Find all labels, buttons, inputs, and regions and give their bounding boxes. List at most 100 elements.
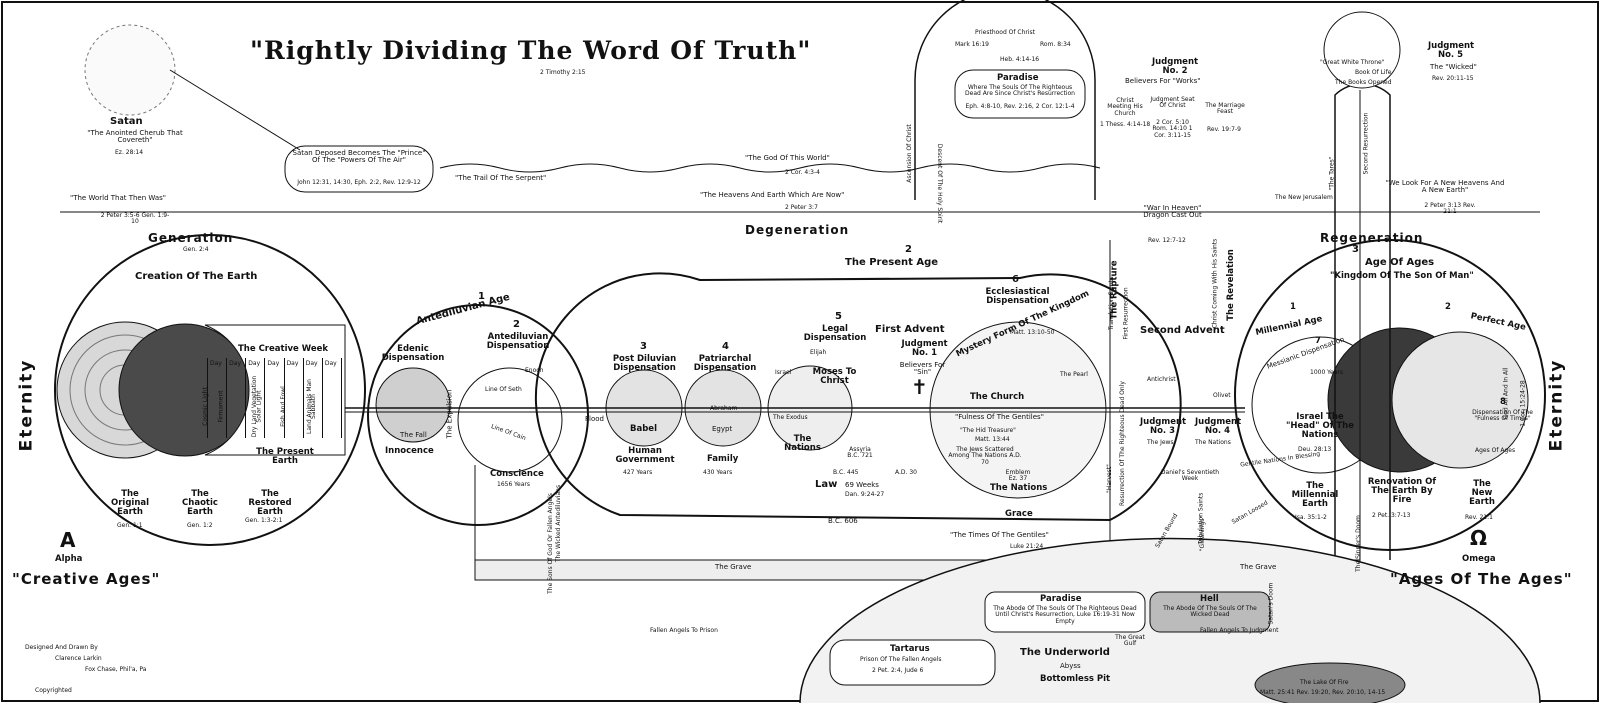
paradise-dome — [914, 0, 1096, 200]
trail-serpent: "The Trail Of The Serpent" — [455, 174, 547, 182]
judgment-5: Judgment No. 5 — [1428, 41, 1475, 60]
antediluvian-num: 1 — [478, 291, 485, 302]
creative-ages: "Creative Ages" — [12, 570, 161, 588]
restored-earth: The Restored Earth — [248, 489, 292, 517]
credit-2: Clarence Larkin — [55, 655, 102, 662]
heavens-now: "The Heavens And Earth Which Are Now" — [700, 191, 845, 199]
antediluvian-circle — [367, 304, 589, 526]
great-gulf: The Great Gulf — [1115, 634, 1145, 648]
tartarus-ref: 2 Pet. 2:4, Jude 6 — [872, 667, 924, 674]
priesthood: Priesthood Of Christ — [975, 29, 1036, 36]
paradise-top-ref: Eph. 4:8-10, Rev. 2:16, 2 Cor. 12:1-4 — [965, 103, 1075, 110]
grace-circle — [929, 321, 1107, 499]
times-gentiles: "The Times Of The Gentiles" — [950, 531, 1049, 539]
hell-title: Hell — [1200, 594, 1219, 604]
priesthood-ref2: Rom. 8:34 — [1040, 41, 1071, 48]
sons-of-god: The Sons Of God Or Fallen Angels — [546, 493, 554, 594]
ascension: Ascension Of Christ — [905, 124, 913, 183]
credit-3: Fox Chase, Phil'a, Pa — [85, 666, 147, 673]
copyright: Copyrighted — [35, 687, 72, 694]
kingdom-son-of-man: "Kingdom Of The Son Of Man" — [1330, 271, 1474, 281]
first-advent: First Advent — [875, 324, 945, 335]
eternity-right: Eternity — [1546, 358, 1567, 452]
new-jerusalem: The New Jerusalem — [1275, 194, 1333, 201]
fulness-times-num: 8 — [1500, 397, 1506, 407]
antichrist: Antichrist — [1147, 376, 1176, 383]
judgment-seat: Judgment Seat Of Christ — [1150, 96, 1195, 110]
satan-deposed-box — [284, 145, 434, 193]
marriage-ref: Rev. 19:7-9 — [1207, 126, 1241, 133]
original-earth: The Original Earth — [110, 489, 150, 517]
judgment-1-desc: Believers For "Sin" — [899, 361, 946, 377]
war-in-heaven: "War In Heaven" Dragon Cast Out — [1143, 204, 1202, 220]
eternity-left: Eternity — [16, 358, 37, 452]
judgment-5-ref: Rev. 20:11-15 — [1432, 75, 1474, 82]
family: Family — [707, 454, 739, 464]
israel-head-ref: Deu. 28:13 — [1298, 446, 1332, 453]
judgment-4: Judgment No. 4 — [1195, 417, 1242, 436]
restored-earth-ref: Gen. 1:3-2:1 — [245, 517, 283, 524]
patriarchal-num: 4 — [722, 341, 729, 352]
second-advent: Second Advent — [1140, 325, 1225, 336]
olivet: Olivet — [1213, 392, 1231, 399]
human-government: Human Government — [615, 446, 675, 465]
elijah: Elijah — [810, 349, 827, 356]
generation-label: Generation — [148, 231, 234, 245]
mystery-ref: Matt. 13:10-50 — [1010, 329, 1055, 336]
abyss: Abyss — [1060, 662, 1081, 670]
present-age-num: 2 — [905, 244, 912, 255]
legal-disp: Legal Dispensation — [803, 324, 867, 343]
israel: Israel — [775, 369, 792, 376]
present-earth: The Present Earth — [256, 447, 314, 466]
original-earth-ref: Gen. 1:1 — [117, 522, 143, 529]
world-then: "The World That Then Was" — [70, 194, 167, 202]
judgment-3-desc: The Jews — [1147, 439, 1174, 446]
edenic-dispensation: Edenic Dispensation — [381, 344, 445, 363]
priesthood-ref1: Mark 16:19 — [955, 41, 989, 48]
weeks-ref: Dan. 9:24-27 — [845, 491, 885, 498]
god-of-world-ref: 2 Cor. 4:3-4 — [785, 169, 820, 176]
israel-head: Israel The "Head" Of The Nations — [1285, 412, 1354, 440]
line-of-seth: Line Of Seth — [485, 386, 522, 393]
omega-symbol: Ω — [1470, 526, 1488, 550]
fallen-prison: Fallen Angels To Prison — [650, 627, 718, 634]
ad-30: A.D. 30 — [895, 469, 917, 476]
chaotic-earth-ref: Gen. 1:2 — [187, 522, 213, 529]
paradise-top-desc: Where The Souls Of The Righteous Dead Ar… — [965, 84, 1075, 98]
translation-saints: Translation Saints — [1108, 276, 1116, 331]
exodus: The Exodus — [773, 414, 808, 421]
new-heavens-ref: 2 Peter 3:13 Rev. 21:1 — [1424, 202, 1476, 216]
renovation-ref: 2 Pet. 3:7-13 — [1372, 512, 1411, 519]
resurrection-righteous: Resurrection Of The Righteous Dead Only — [1118, 381, 1126, 506]
satan-ref: Ez. 28:14 — [115, 149, 144, 156]
fulness-times: Dispensation Of The "Fulness Of Times" — [1472, 409, 1533, 423]
antediluvian-disp-num: 2 — [513, 319, 520, 330]
judgment-seat-ref: 2 Cor. 5:10 Rom. 14:10 1 Cor. 3:11-15 — [1152, 119, 1193, 139]
wicked-antediluvians: The Wicked Antediluvians — [555, 484, 563, 563]
enoch: Enoch — [525, 367, 544, 374]
satan-name: Satan — [110, 116, 143, 127]
heavens-now-ref: 2 Peter 3:7 — [785, 204, 818, 211]
millennial-earth: The Millennial Earth — [1291, 481, 1339, 509]
christ-meeting: Christ Meeting His Church — [1107, 97, 1143, 117]
descent: Descent Of The Holy Spirit — [936, 143, 944, 224]
regeneration-label: Regeneration — [1320, 231, 1424, 245]
tartarus-title: Tartarus — [890, 644, 930, 654]
millennial-age-num: 1 — [1290, 302, 1296, 312]
books-opened: The Books Opened — [1335, 79, 1392, 86]
law: Law — [815, 479, 838, 490]
judgment-2: Judgment No. 2 — [1151, 57, 1199, 76]
age-of-ages-num: 3 — [1352, 244, 1359, 255]
marriage-feast: The Marriage Feast — [1205, 102, 1245, 116]
new-earth: The New Earth — [1469, 479, 1495, 507]
title-ref: 2 Timothy 2:15 — [540, 69, 586, 76]
lake-of-fire: The Lake Of Fire — [1300, 679, 1349, 686]
legal-num: 5 — [835, 311, 842, 322]
sinners-doom: The Sinner's Doom — [1354, 515, 1362, 572]
patriarchal-years: 430 Years — [703, 469, 733, 476]
christ-meeting-ref: 1 Thess. 4:14-18 — [1100, 121, 1151, 128]
